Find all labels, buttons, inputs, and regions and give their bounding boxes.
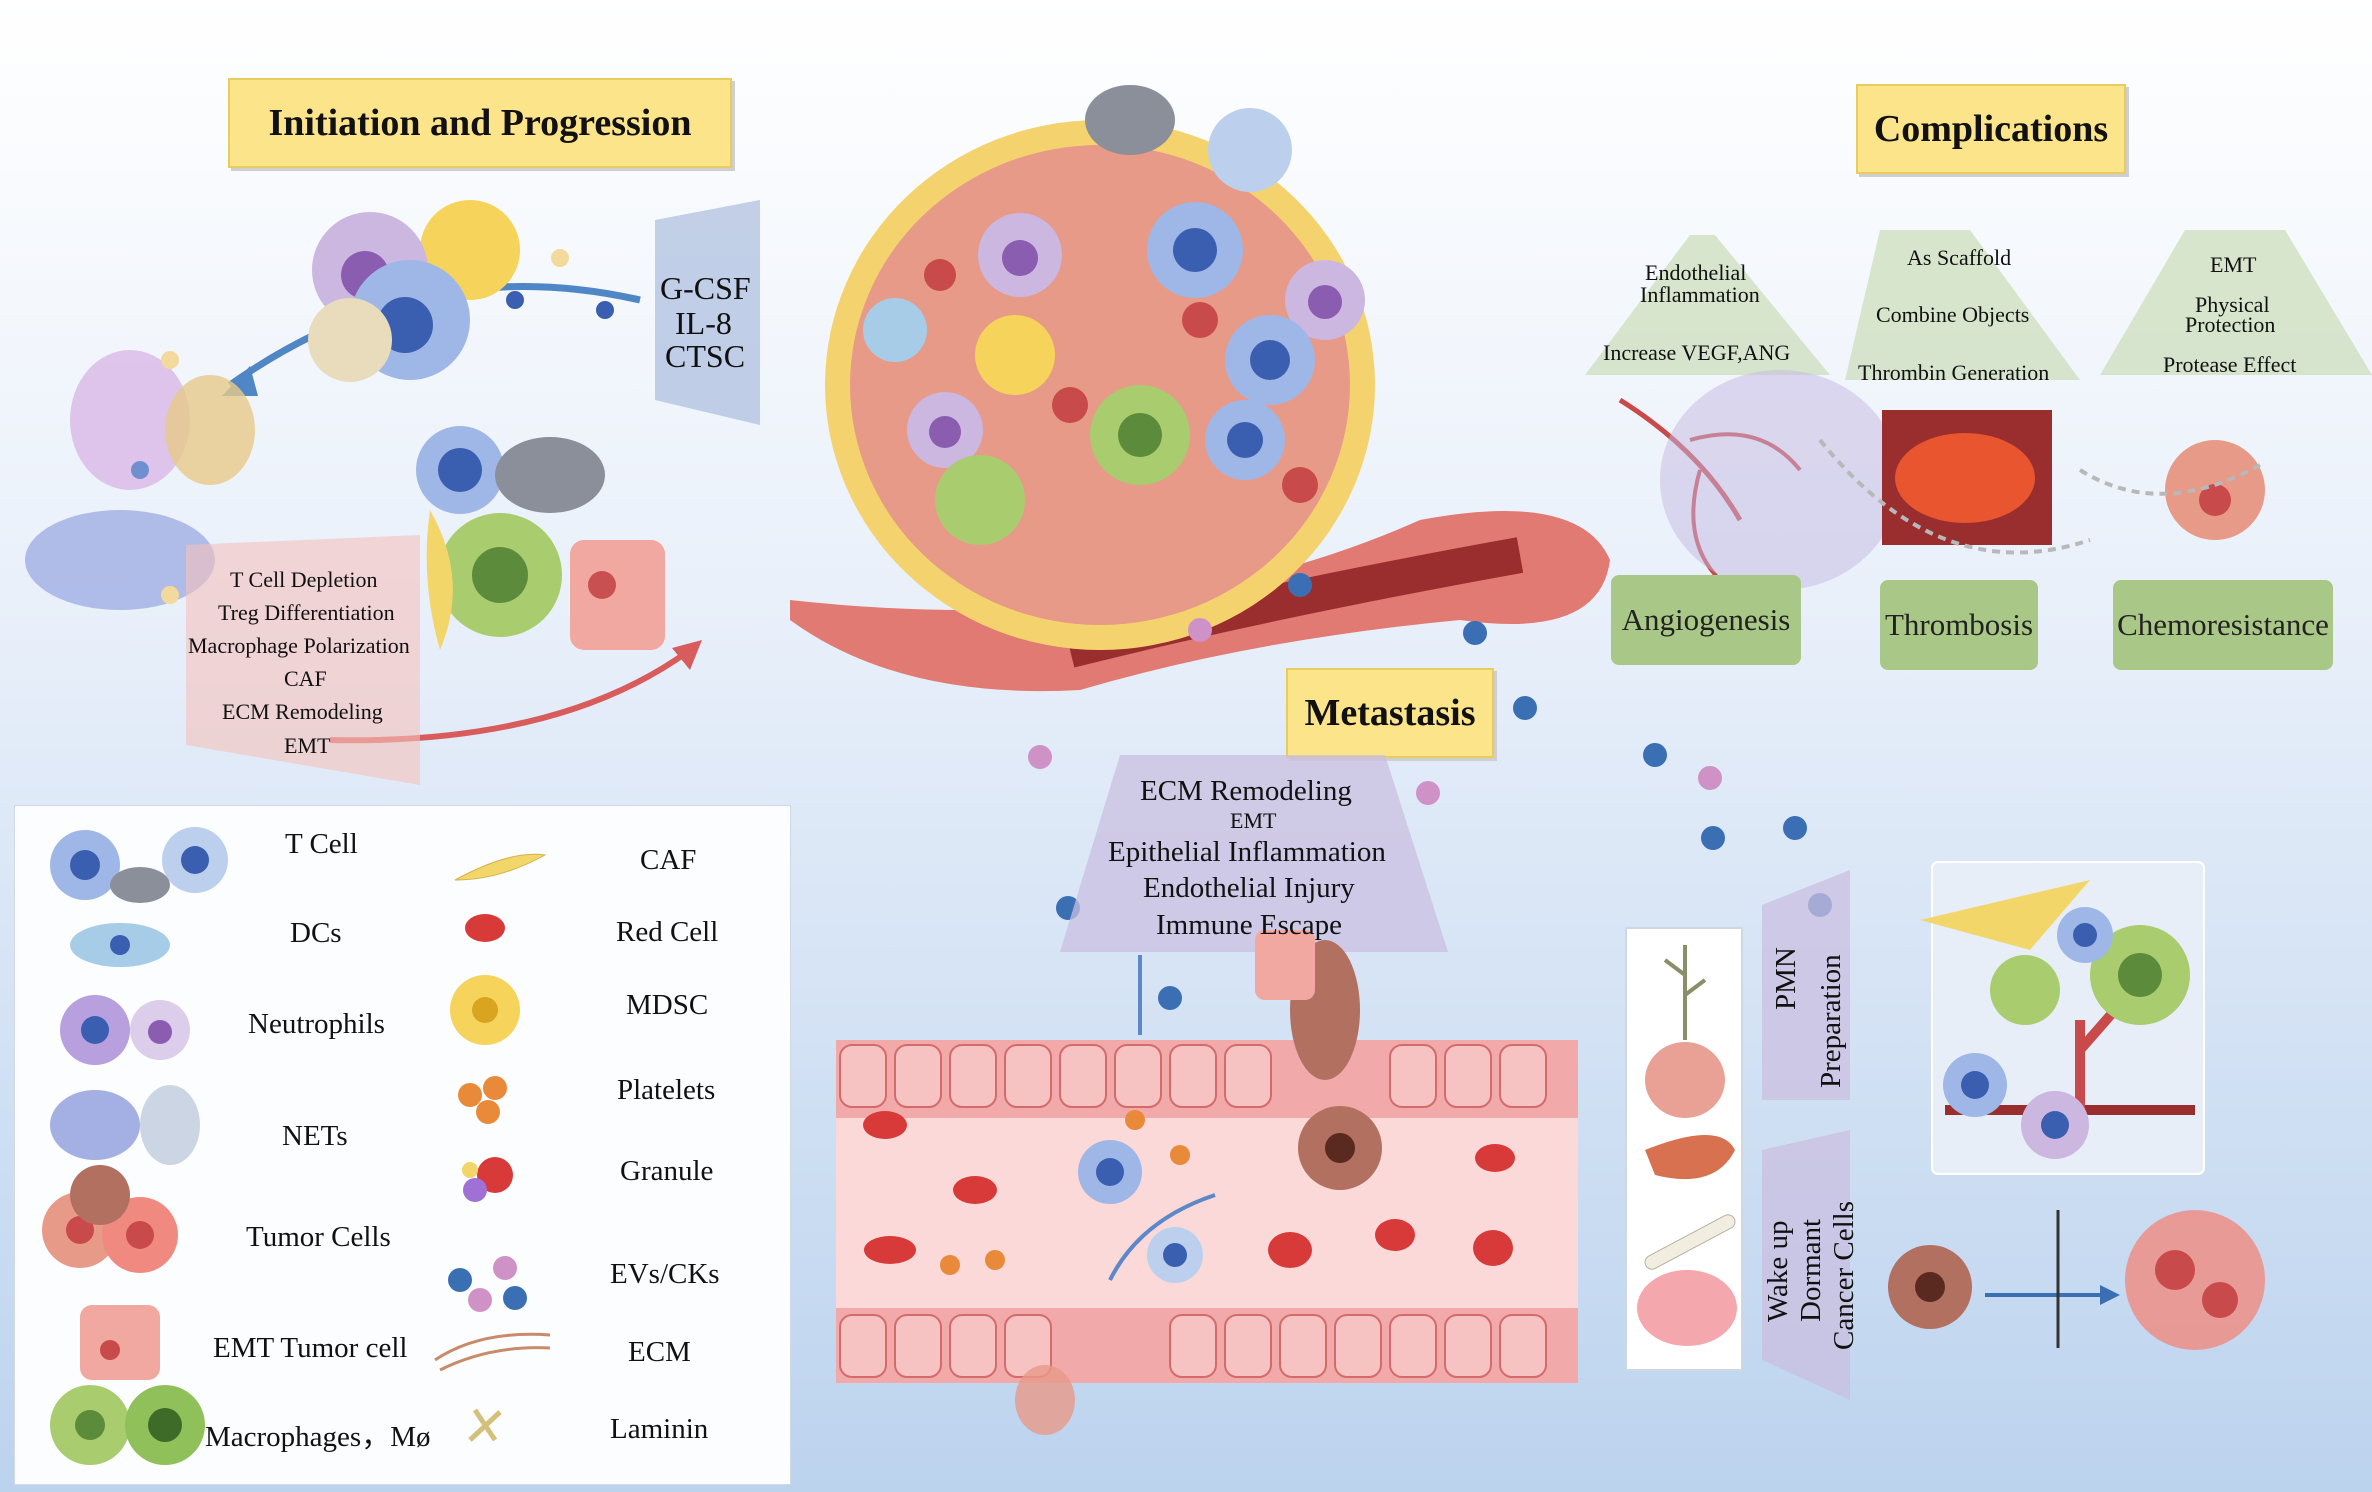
legend-evs: EVs/CKs xyxy=(610,1258,720,1290)
net-cell-2 xyxy=(165,375,255,485)
effect-label-1: T Cell Depletion xyxy=(230,567,378,592)
metastasis-effect-5: Immune Escape xyxy=(1156,909,1343,941)
effect-label-6: EMT xyxy=(284,733,331,758)
top-tumor-cell xyxy=(1085,85,1175,155)
angio-note-3: Increase VEGF,ANG xyxy=(1603,340,1791,365)
progression-arrow-head xyxy=(672,640,702,670)
thrombus xyxy=(1895,433,2035,523)
laminin-icon xyxy=(468,1408,502,1442)
airway-icon xyxy=(1663,945,1707,1040)
effect-label-2: Treg Differentiation xyxy=(218,600,395,625)
top-tcell xyxy=(1208,108,1292,192)
cytokine-label-1: G-CSF xyxy=(660,270,751,306)
net-fibers xyxy=(25,510,215,610)
metastasis-effect-1: ECM Remodeling xyxy=(1140,775,1352,807)
emt-cell-top xyxy=(1255,930,1315,1000)
thrombosis-trapezoid xyxy=(1845,230,2080,380)
legend-tcell: T Cell xyxy=(285,828,358,860)
chemo-trapezoid xyxy=(2100,230,2372,375)
tumor-red-cell xyxy=(1182,302,1218,338)
brain-icon xyxy=(1637,1270,1737,1346)
granule-icon xyxy=(462,1157,513,1202)
angio-note-2: Inflammation xyxy=(1640,282,1760,307)
chemoresistance-box: Chemoresistance xyxy=(2113,580,2333,670)
legend-mdsc: MDSC xyxy=(626,989,709,1021)
chemo-note-4: Protease Effect xyxy=(2163,352,2297,377)
legend-ecm: ECM xyxy=(628,1336,691,1368)
net-cell xyxy=(70,350,190,490)
metastasis-effect-3: Epithelial Inflammation xyxy=(1108,836,1386,868)
effect-label-4: CAF xyxy=(284,666,327,691)
emt-tumor-cell xyxy=(570,540,665,650)
thrombosis-box: Thrombosis xyxy=(1880,580,2038,670)
chemo-note-3: Protection xyxy=(2185,312,2276,337)
chemo-note-2: Physical xyxy=(2195,292,2270,317)
pmn-panel xyxy=(1762,870,1850,1100)
lung-icon xyxy=(1645,1042,1725,1118)
effect-label-5: ECM Remodeling xyxy=(222,699,383,724)
thrombo-note-3: Thrombin Generation xyxy=(1858,360,2050,385)
platelet-icon xyxy=(458,1076,507,1124)
thrombo-note-1: As Scaffold xyxy=(1907,245,2012,270)
emt-tumor-icon xyxy=(80,1305,160,1380)
legend-tumor-cells: Tumor Cells xyxy=(246,1221,391,1253)
chemo-note-1: EMT xyxy=(2210,252,2257,277)
dormant-panel xyxy=(1762,1130,1850,1400)
metastasis-effect-4: Endothelial Injury xyxy=(1143,872,1355,904)
metastasis-title: Metastasis xyxy=(1286,668,1494,758)
tumor-cell-mid xyxy=(495,437,605,513)
angiogenesis-trapezoid xyxy=(1585,235,1830,375)
ecm-icon xyxy=(434,1332,551,1372)
legend-granule: Granule xyxy=(620,1155,714,1187)
tumor-macrophage-2 xyxy=(935,455,1025,545)
net-background xyxy=(1660,370,1900,590)
macrophage-cell xyxy=(308,298,392,382)
awakened-cells xyxy=(2125,1210,2265,1350)
initiation-title: Initiation and Progression xyxy=(228,78,732,168)
legend-platelets: Platelets xyxy=(617,1074,716,1106)
extravasating-cell xyxy=(1015,1365,1075,1435)
cytokine-label-2: IL-8 xyxy=(675,305,732,341)
effect-label-3: Macrophage Polarization xyxy=(188,633,410,658)
evs-icon xyxy=(448,1256,527,1312)
cytokine-panel xyxy=(655,200,760,425)
effects-panel xyxy=(186,535,420,785)
legend-red-cell: Red Cell xyxy=(616,916,719,948)
metastasis-effect-2: EMT xyxy=(1230,808,1277,833)
legend-emt-tumor: EMT Tumor cell xyxy=(213,1332,408,1364)
legend-laminin: Laminin xyxy=(610,1413,709,1445)
red-cell-icon xyxy=(465,914,505,942)
legend-caf: CAF xyxy=(640,844,697,876)
thrombo-note-2: Combine Objects xyxy=(1876,302,2030,327)
angiogenesis-box: Angiogenesis xyxy=(1611,575,1801,665)
tumor-dc xyxy=(863,298,927,362)
metastasis-effects-panel xyxy=(1060,755,1448,952)
legend-nets: NETs xyxy=(282,1120,348,1152)
legend-macrophages: Macrophages，Mø xyxy=(205,1421,431,1453)
legend-neutrophils: Neutrophils xyxy=(248,1008,385,1040)
cytokine-label-3: CTSC xyxy=(665,338,746,374)
net-icon xyxy=(50,1090,140,1160)
caf-icon xyxy=(454,853,547,881)
vessel-lumen xyxy=(836,1118,1578,1308)
legend-dcs: DCs xyxy=(290,917,342,949)
tumor-mdsc xyxy=(975,315,1055,395)
complications-title: Complications xyxy=(1856,84,2126,174)
angio-note-1: Endothelial xyxy=(1645,260,1747,285)
bone-icon xyxy=(1644,1214,1736,1270)
caf-cell xyxy=(426,510,453,650)
liver-icon xyxy=(1645,1135,1735,1180)
